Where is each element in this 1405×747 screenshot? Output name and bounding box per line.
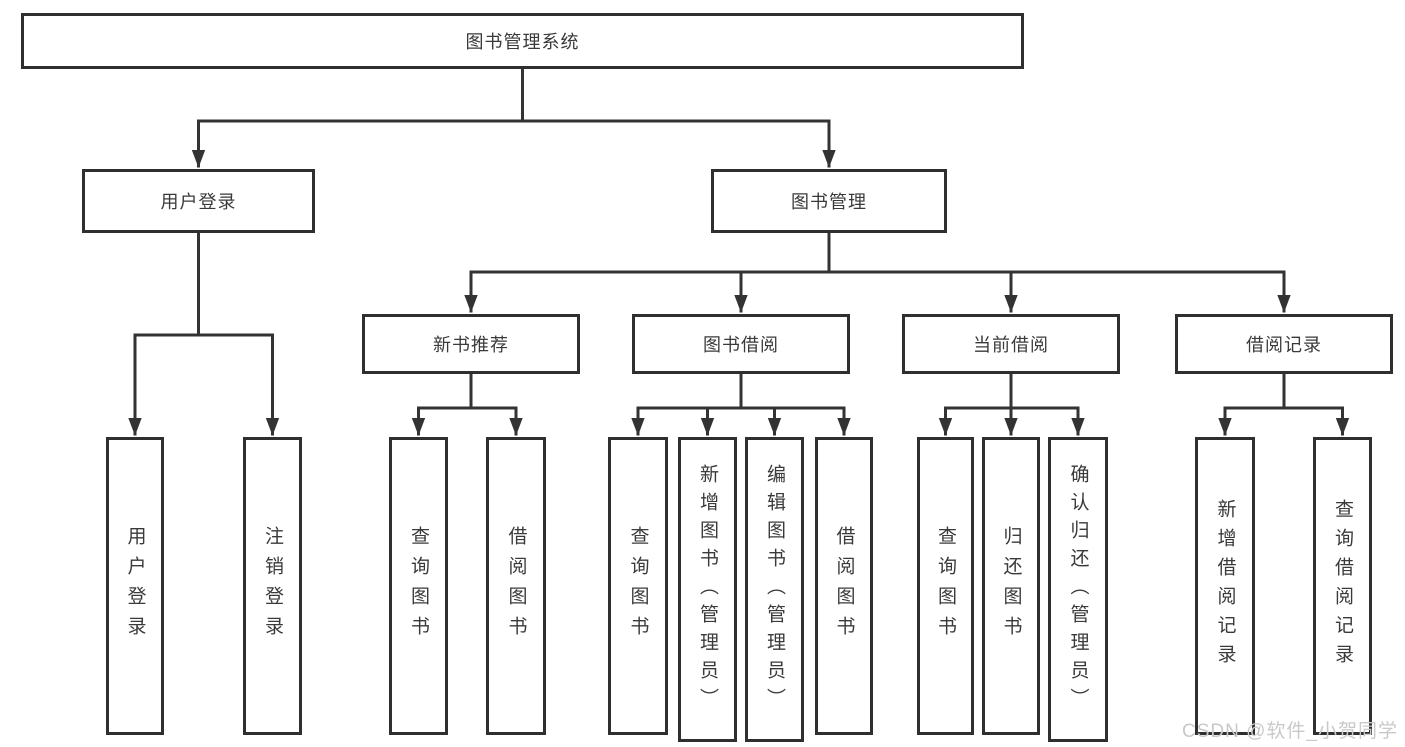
- leaf-borrow-add-books-admin: 新增图书（管理员）: [678, 437, 737, 742]
- leaf-recommend-borrow-books: 借阅图书: [486, 437, 546, 735]
- node-book-borrow: 图书借阅: [632, 314, 850, 374]
- node-user-login: 用户登录: [82, 169, 315, 233]
- csdn-watermark: CSDN @软件_小贺同学: [1182, 721, 1398, 742]
- leaf-current-return-books: 归还图书: [982, 437, 1040, 735]
- leaf-borrow-borrow-books: 借阅图书: [815, 437, 873, 735]
- connector-new-book-recommend: [411, 372, 523, 436]
- leaf-user-login: 用户登录: [106, 437, 164, 735]
- connector-borrow-records: [1218, 372, 1350, 436]
- connector-root: [191, 67, 836, 168]
- connector-user-login: [128, 231, 280, 436]
- node-current-borrow: 当前借阅: [902, 314, 1120, 374]
- leaf-current-confirm-return-admin: 确认归还（管理员）: [1048, 437, 1108, 742]
- connector-book-borrow: [631, 372, 851, 436]
- node-borrow-records: 借阅记录: [1175, 314, 1393, 374]
- leaf-borrow-edit-books-admin: 编辑图书（管理员）: [745, 437, 804, 742]
- leaf-records-query-record: 查询借阅记录: [1313, 437, 1372, 735]
- leaf-current-query-books: 查询图书: [917, 437, 974, 735]
- node-root: 图书管理系统: [21, 13, 1024, 69]
- leaf-borrow-query-books: 查询图书: [608, 437, 668, 735]
- leaf-logout: 注销登录: [243, 437, 302, 735]
- node-book-management: 图书管理: [711, 169, 947, 233]
- connector-book-management: [464, 231, 1291, 313]
- connector-current-borrow: [938, 372, 1085, 436]
- node-new-book-recommend: 新书推荐: [362, 314, 580, 374]
- leaf-recommend-query-books: 查询图书: [389, 437, 448, 735]
- leaf-records-add-record: 新增借阅记录: [1195, 437, 1255, 735]
